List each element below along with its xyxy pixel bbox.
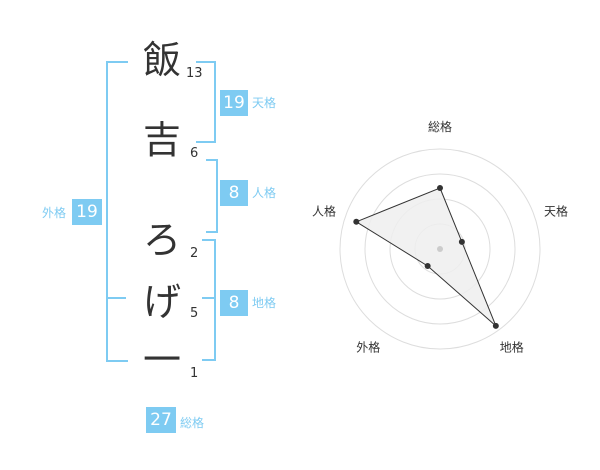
radar-point-2 [458,238,465,245]
stroke-count-3: 2 [190,246,199,261]
name-char-5: 一 [142,338,181,382]
radar-axis-label-1: 総格 [428,119,452,134]
name-char-2: 吉 [142,118,181,162]
name-char-3: ろ [142,218,181,262]
soukaku-value-box: 27 [146,407,176,433]
radar-point-3 [492,322,499,329]
radar-point-5 [353,218,360,225]
jinkaku-value-box: 8 [220,180,248,206]
chikaku-bracket-tick [202,297,214,299]
radar-ring-3 [364,173,516,325]
jinkaku-bracket [206,159,218,233]
stroke-count-5: 1 [190,366,199,381]
gaikaku-value-box: 19 [72,199,102,225]
radar-axis-label-5: 人格 [312,203,336,218]
name-char-4: げ [142,280,181,324]
jinkaku-label: 人格 [252,186,277,200]
radar-center-dot [437,246,443,252]
gaikaku-bracket [106,61,128,362]
radar-point-1 [437,185,443,191]
radar-points [353,185,499,329]
radar-data-polygon [355,187,497,327]
chikaku-bracket [202,239,216,361]
tenkaku-label: 天格 [252,96,277,110]
radar-point-4 [424,262,431,269]
radar-ring-4 [339,148,541,350]
stroke-count-2: 6 [190,146,199,161]
chikaku-label: 地格 [252,296,277,310]
stroke-count-4: 5 [190,306,199,321]
stroke-count-1: 13 [186,66,203,81]
soukaku-label: 総格 [180,416,205,430]
radar-axis-label-4: 外格 [356,340,380,355]
chikaku-value-box: 8 [220,290,248,316]
gaikaku-bracket-tick [106,297,126,299]
gaikaku-label: 外格 [42,206,67,220]
radar-axis-label-2: 天格 [544,203,568,218]
tenkaku-value-box: 19 [220,90,248,116]
name-char-1: 飯 [142,38,181,82]
tenkaku-bracket [196,61,216,143]
radar-axis-label-3: 地格 [500,340,524,355]
